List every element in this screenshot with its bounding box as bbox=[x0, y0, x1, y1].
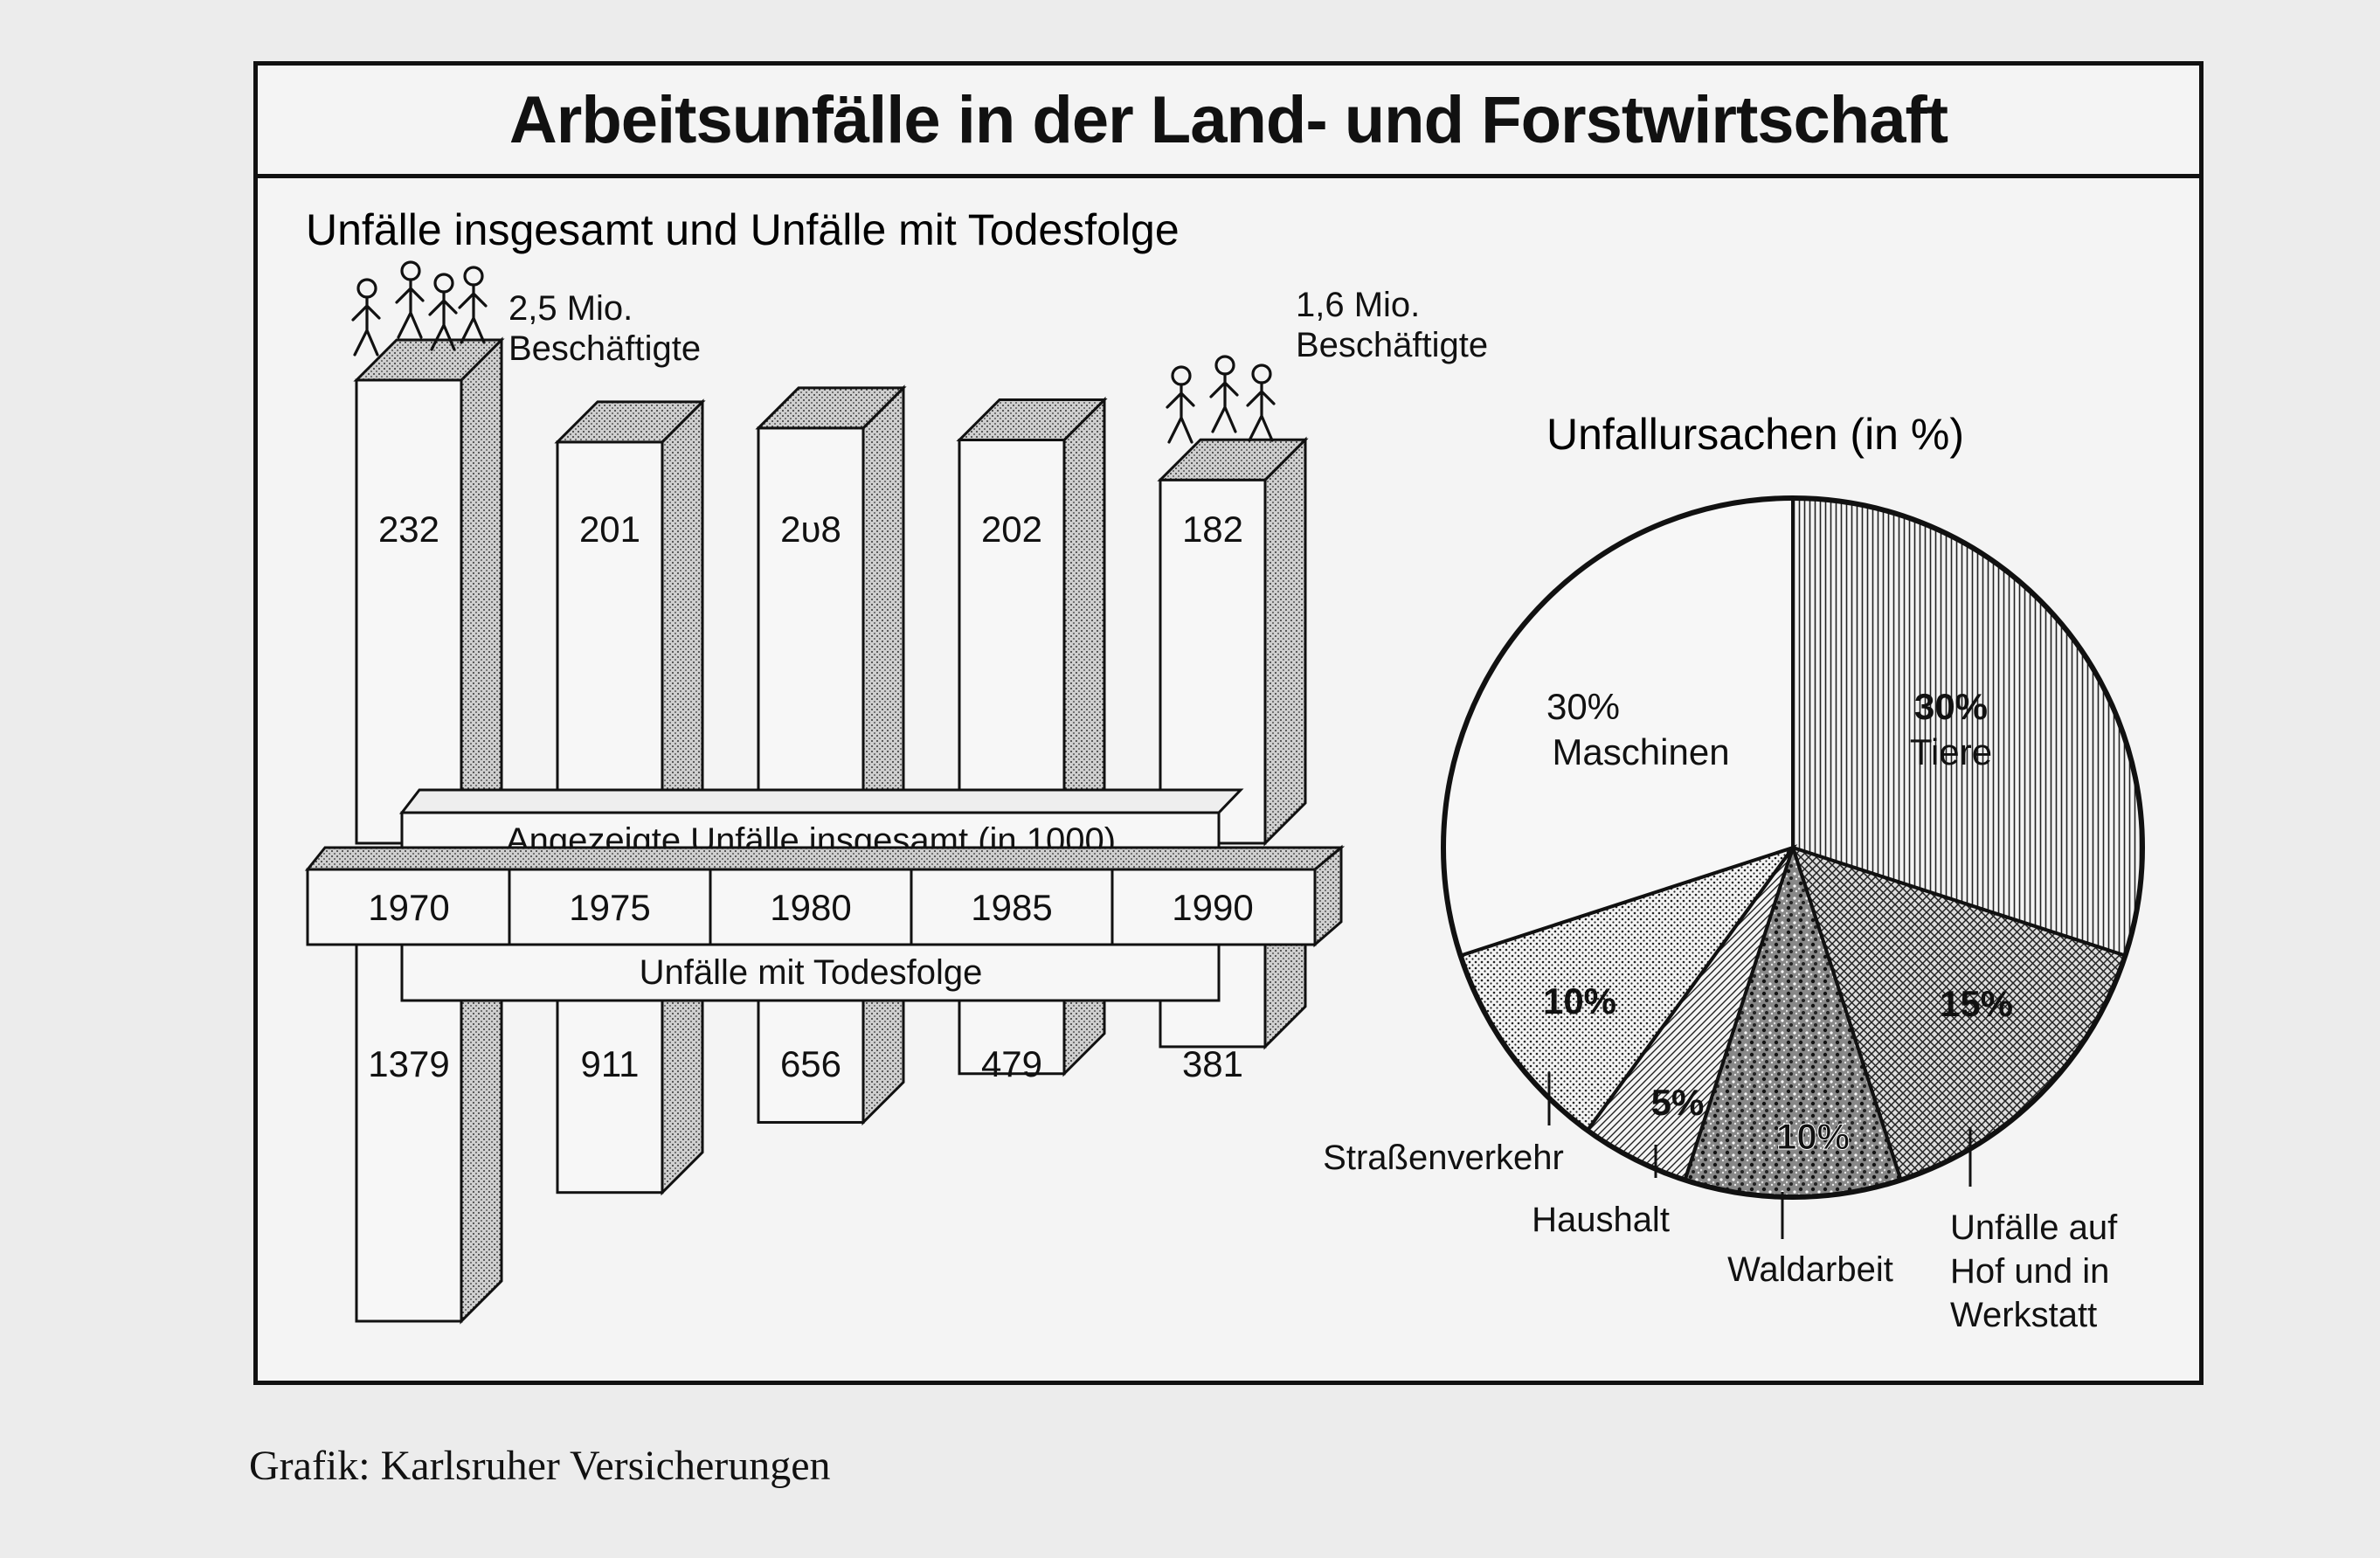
pie-title: Unfallursachen (in %) bbox=[1546, 410, 1964, 459]
pie-slice-percent: 10% bbox=[1543, 980, 1616, 1021]
bar-total-side bbox=[1263, 436, 1307, 847]
series-label-panel-top-bevel bbox=[398, 788, 1244, 814]
title-bar: Arbeitsunfälle in der Land- und Forstwir… bbox=[258, 66, 2199, 178]
person-figure bbox=[428, 273, 458, 351]
bar-total-front bbox=[757, 426, 865, 845]
pie-slice-percent: 10% bbox=[1776, 1116, 1850, 1157]
bar-total-top bbox=[1157, 438, 1309, 481]
bar-total-front bbox=[556, 440, 664, 845]
bar-total-top bbox=[755, 386, 907, 430]
bar-total-front bbox=[355, 378, 463, 845]
person-head bbox=[1251, 364, 1272, 384]
annotation-employees-line1: 2,5 Mio. bbox=[509, 289, 633, 328]
year-label: 1990 bbox=[1172, 887, 1253, 928]
person-figure bbox=[458, 266, 488, 344]
pie-outside-label: Unfälle auf bbox=[1950, 1208, 2118, 1247]
person-head bbox=[463, 266, 484, 287]
pie-outside-label: Werkstatt bbox=[1950, 1296, 2097, 1334]
pie-slice-percent: 30% bbox=[1546, 686, 1620, 727]
series-label-panel-bottom bbox=[400, 943, 1221, 1002]
bar-fatal-label: 911 bbox=[581, 1043, 640, 1084]
year-label: 1980 bbox=[770, 887, 851, 928]
year-label: 1970 bbox=[368, 887, 449, 928]
person-body bbox=[395, 278, 425, 339]
year-label: 1975 bbox=[569, 887, 650, 928]
person-body bbox=[458, 283, 488, 344]
bar-fatal-label: 1379 bbox=[368, 1043, 449, 1084]
walking-people-icon bbox=[1166, 355, 1276, 444]
year-band: Angezeigte Unfälle insgesamt (in 1000)19… bbox=[304, 788, 1346, 1002]
pie-outside-label: Haushalt bbox=[1532, 1201, 1670, 1239]
pie-slice-percent: 5% bbox=[1651, 1082, 1705, 1123]
bar-total-label: 202 bbox=[981, 509, 1042, 550]
person-figure bbox=[1209, 355, 1239, 433]
bar-total-label: 232 bbox=[378, 509, 439, 550]
bar-fatal-label: 479 bbox=[981, 1043, 1042, 1084]
bar-total-front bbox=[958, 439, 1066, 845]
bar-total-label: 201 bbox=[579, 509, 640, 550]
bar-total-label: 182 bbox=[1182, 509, 1243, 550]
bar-total-top bbox=[353, 338, 505, 382]
pie-outside-label: Hof und in bbox=[1950, 1252, 2109, 1291]
bar-total-front bbox=[1159, 478, 1267, 845]
main-title: Arbeitsunfälle in der Land- und Forstwir… bbox=[509, 82, 1948, 157]
person-body bbox=[1246, 381, 1276, 442]
annotation-employees-line2: Beschäftigte bbox=[1296, 326, 1488, 364]
annotation-employees-line1: 1,6 Mio. bbox=[1296, 286, 1420, 324]
person-figure bbox=[1166, 365, 1195, 444]
credit-line: Grafik: Karlsruher Versicherungen bbox=[249, 1443, 831, 1489]
year-band-top bbox=[304, 846, 1346, 871]
bar-total-top bbox=[956, 398, 1108, 442]
pie-slice-name: Maschinen bbox=[1552, 731, 1729, 772]
person-figure bbox=[1246, 364, 1276, 442]
year-band-side bbox=[1313, 844, 1343, 948]
pie-outside-label: Straßenverkehr bbox=[1323, 1139, 1564, 1177]
person-body bbox=[1209, 372, 1239, 433]
person-body bbox=[1166, 383, 1195, 444]
person-figure bbox=[351, 278, 381, 357]
pie-outside-label: Waldarbeit bbox=[1727, 1250, 1893, 1289]
bar-total-side bbox=[460, 336, 503, 847]
person-body bbox=[428, 290, 458, 351]
bar-total-top bbox=[554, 400, 706, 444]
bar-total-label: 2υ8 bbox=[780, 509, 841, 550]
pie-slice-percent: 15% bbox=[1940, 983, 2013, 1024]
series-label-fatal: Unfälle mit Todesfolge bbox=[640, 953, 983, 992]
pie-slice-percent: 30% bbox=[1914, 686, 1988, 727]
person-head bbox=[356, 278, 377, 299]
bar-total-side bbox=[661, 398, 704, 847]
year-label: 1985 bbox=[971, 887, 1052, 928]
bar-total-side bbox=[861, 384, 905, 847]
person-head bbox=[1171, 365, 1192, 386]
annotation-employees-line2: Beschäftigte bbox=[509, 329, 701, 368]
bar-fatal-label: 656 bbox=[780, 1043, 841, 1084]
pie-slice-name: Tiere bbox=[1910, 731, 1992, 772]
bar-group: 232 1379 201 911 2υ8 656 202 479 182 381 bbox=[353, 336, 1309, 1325]
person-body bbox=[351, 295, 381, 357]
bar-chart-title: Unfälle insgesamt und Unfälle mit Todesf… bbox=[306, 205, 1180, 254]
bar-total-side bbox=[1062, 396, 1106, 847]
person-head bbox=[400, 260, 421, 281]
person-head bbox=[433, 273, 454, 294]
bar-fatal-front bbox=[355, 940, 463, 1323]
pie-outline bbox=[1441, 495, 2145, 1200]
person-figure bbox=[395, 260, 425, 339]
person-head bbox=[1214, 355, 1235, 376]
bar-fatal-label: 381 bbox=[1182, 1043, 1243, 1084]
walking-people-icon bbox=[351, 260, 488, 357]
